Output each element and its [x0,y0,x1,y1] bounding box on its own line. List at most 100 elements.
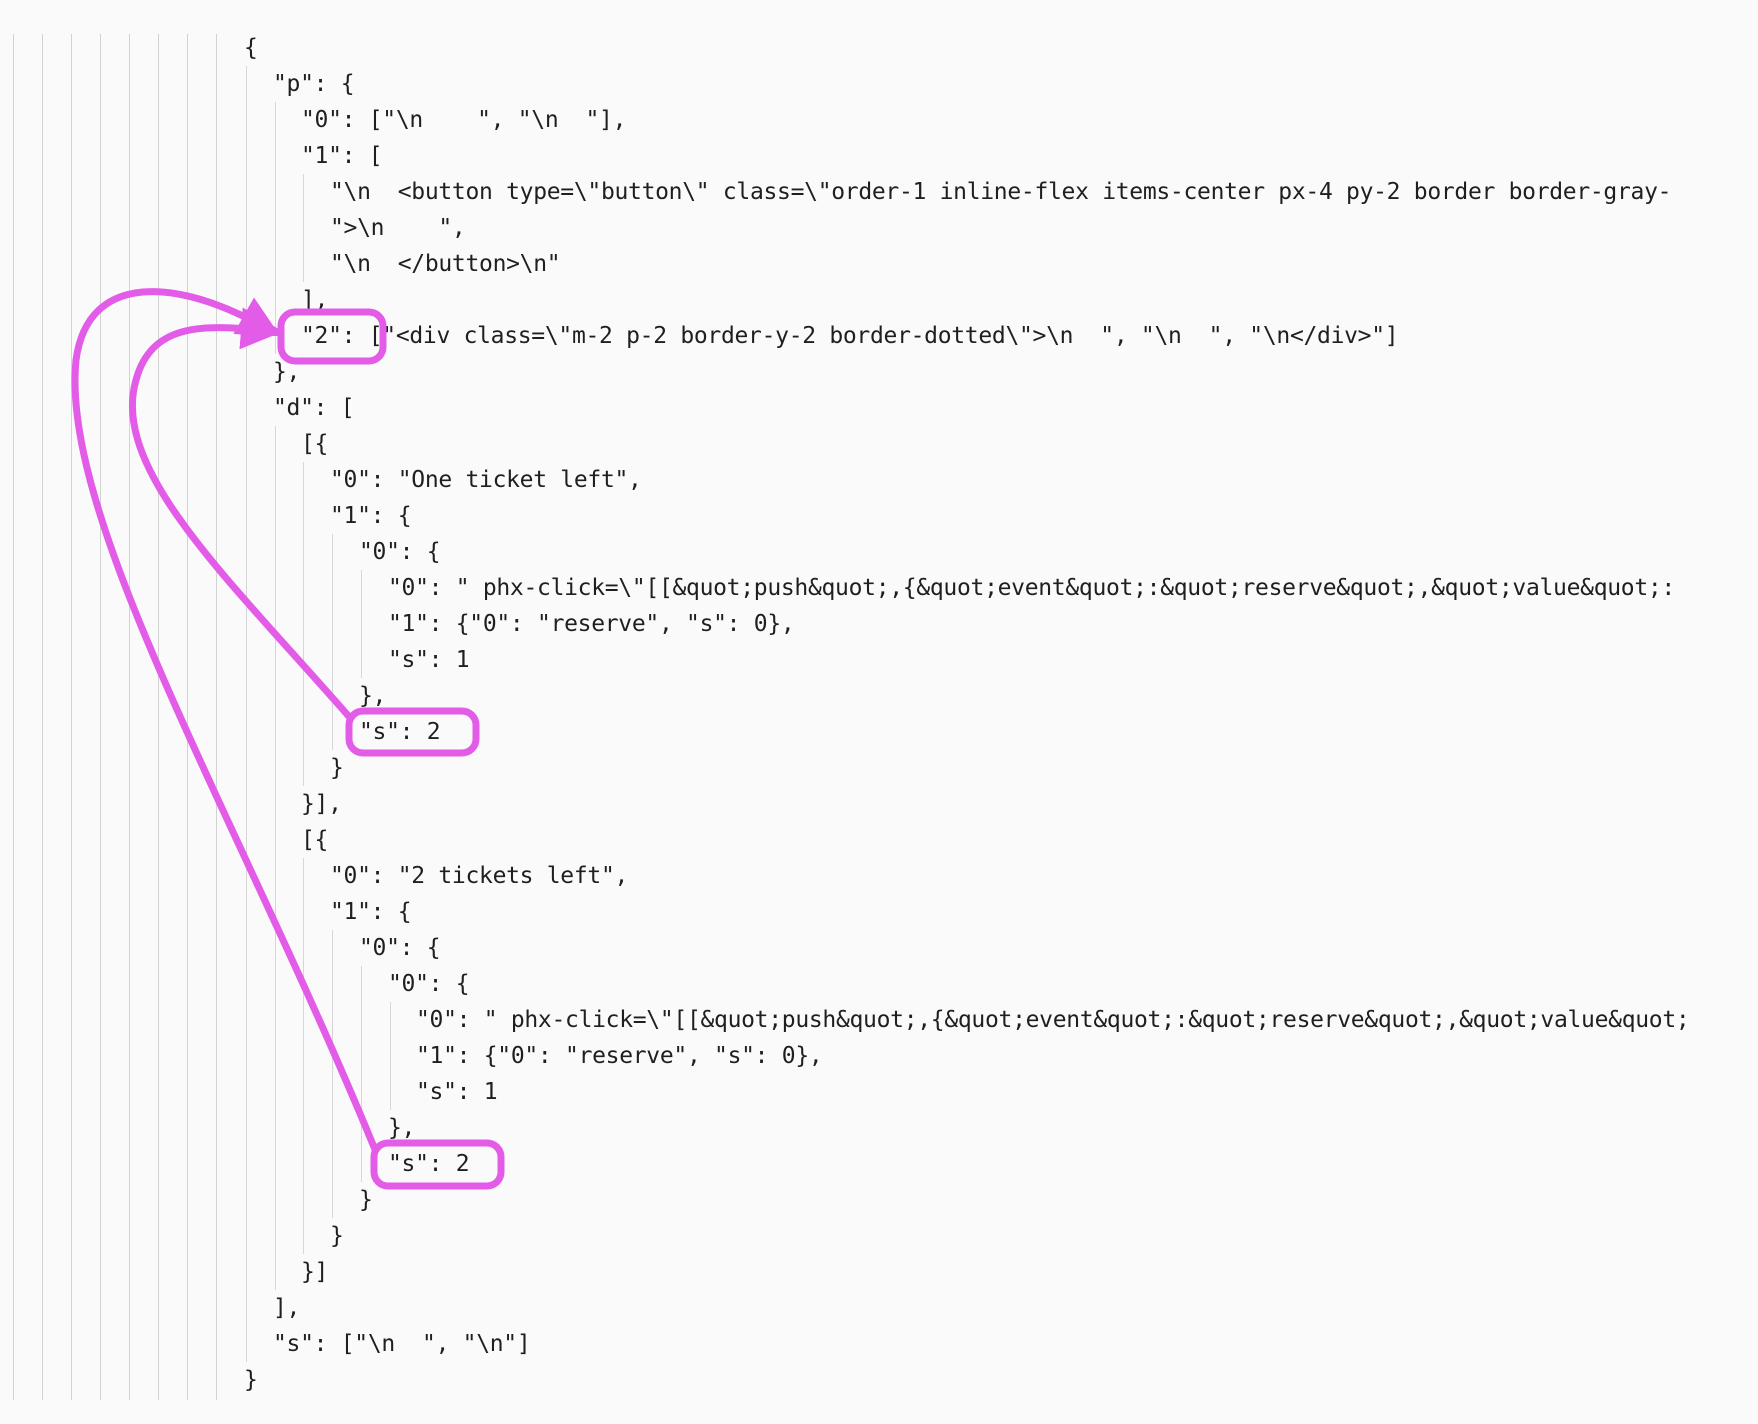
nesting-guide [246,1074,247,1110]
code-line: "1": { [0,894,1758,930]
code-line: "d": [ [0,390,1758,426]
nesting-guide [303,750,304,786]
nesting-guide [246,318,247,354]
code-line: "2": ["<div class=\"m-2 p-2 border-y-2 b… [0,318,1758,354]
code-text: "1": [ [301,143,383,169]
nesting-guide [332,714,333,750]
code-text: "1": {"0": "reserve", "s": 0}, [388,611,795,637]
code-text: }, [359,683,387,709]
nesting-guide [303,966,304,1002]
code-text: ">\n ", [330,215,466,241]
nesting-guide [303,210,304,246]
nesting-guide [303,642,304,678]
nesting-guide [275,750,276,786]
nesting-guide [275,930,276,966]
nesting-guide [303,606,304,642]
nesting-guide [332,1074,333,1110]
code-line: } [0,1362,1758,1398]
nesting-guide [332,1146,333,1182]
code-text: "s": 1 [416,1079,498,1105]
nesting-guide [246,606,247,642]
nesting-guide [275,1074,276,1110]
code-text: } [330,1223,344,1249]
indent-guide [71,34,72,1400]
nesting-guide [332,930,333,966]
nesting-guide [303,1182,304,1218]
nesting-guide [361,1110,362,1146]
code-line: "\n </button>\n" [0,246,1758,282]
nesting-guide [361,1038,362,1074]
nesting-guide [246,1038,247,1074]
code-line: "s": 2 [0,1146,1758,1182]
code-text: ], [301,287,329,313]
code-line: "0": "One ticket left", [0,462,1758,498]
code-text: "p": { [273,71,355,97]
nesting-guide [246,966,247,1002]
code-line: { [0,30,1758,66]
indent-guide [42,34,43,1400]
code-line: ], [0,1290,1758,1326]
code-line: "0": { [0,534,1758,570]
code-line: "\n <button type=\"button\" class=\"orde… [0,174,1758,210]
nesting-guide [303,1038,304,1074]
nesting-guide [332,570,333,606]
code-line: } [0,750,1758,786]
nesting-guide [275,714,276,750]
nesting-guide [246,426,247,462]
code-line: "0": ["\n ", "\n "], [0,102,1758,138]
nesting-guide [246,1290,247,1326]
nesting-guide [275,426,276,462]
nesting-guide [246,1254,247,1290]
nesting-guide [303,498,304,534]
code-text: "0": { [359,539,441,565]
nesting-guide [275,606,276,642]
nesting-guide [246,282,247,318]
code-line: "1": [ [0,138,1758,174]
nesting-guide [275,966,276,1002]
code-line: ">\n ", [0,210,1758,246]
code-text: "\n <button type=\"button\" class=\"orde… [330,179,1672,205]
nesting-guide [390,1038,391,1074]
nesting-guide [246,210,247,246]
nesting-guide [275,462,276,498]
nesting-guide [303,1146,304,1182]
nesting-guide [303,1110,304,1146]
code-line: "1": { [0,498,1758,534]
nesting-guide [246,894,247,930]
code-line: "1": {"0": "reserve", "s": 0}, [0,606,1758,642]
code-line: ], [0,282,1758,318]
code-line: "0": { [0,930,1758,966]
nesting-guide [361,570,362,606]
nesting-guide [275,138,276,174]
nesting-guide [361,1074,362,1110]
nesting-guide [275,1218,276,1254]
nesting-guide [303,1002,304,1038]
code-text: }, [388,1115,416,1141]
code-line: }] [0,1254,1758,1290]
nesting-guide [303,678,304,714]
code-text: "0": "One ticket left", [330,467,642,493]
nesting-guide [246,246,247,282]
code-text: "0": { [388,971,470,997]
nesting-guide [303,1074,304,1110]
code-text: "1": {"0": "reserve", "s": 0}, [416,1043,823,1069]
nesting-guide [275,894,276,930]
nesting-guide [275,534,276,570]
nesting-guide [275,318,276,354]
nesting-guide [246,174,247,210]
nesting-guide [246,930,247,966]
nesting-guide [275,1254,276,1290]
code-text: } [359,1187,373,1213]
code-text: "0": ["\n ", "\n "], [301,107,627,133]
nesting-guide [275,1002,276,1038]
nesting-guide [246,858,247,894]
nesting-guide [303,894,304,930]
code-line: [{ [0,426,1758,462]
nesting-guide [303,246,304,282]
code-line: "s": 2 [0,714,1758,750]
nesting-guide [246,534,247,570]
nesting-guide [275,174,276,210]
nesting-guide [246,102,247,138]
code-text: }], [301,791,342,817]
nesting-guide [275,1038,276,1074]
